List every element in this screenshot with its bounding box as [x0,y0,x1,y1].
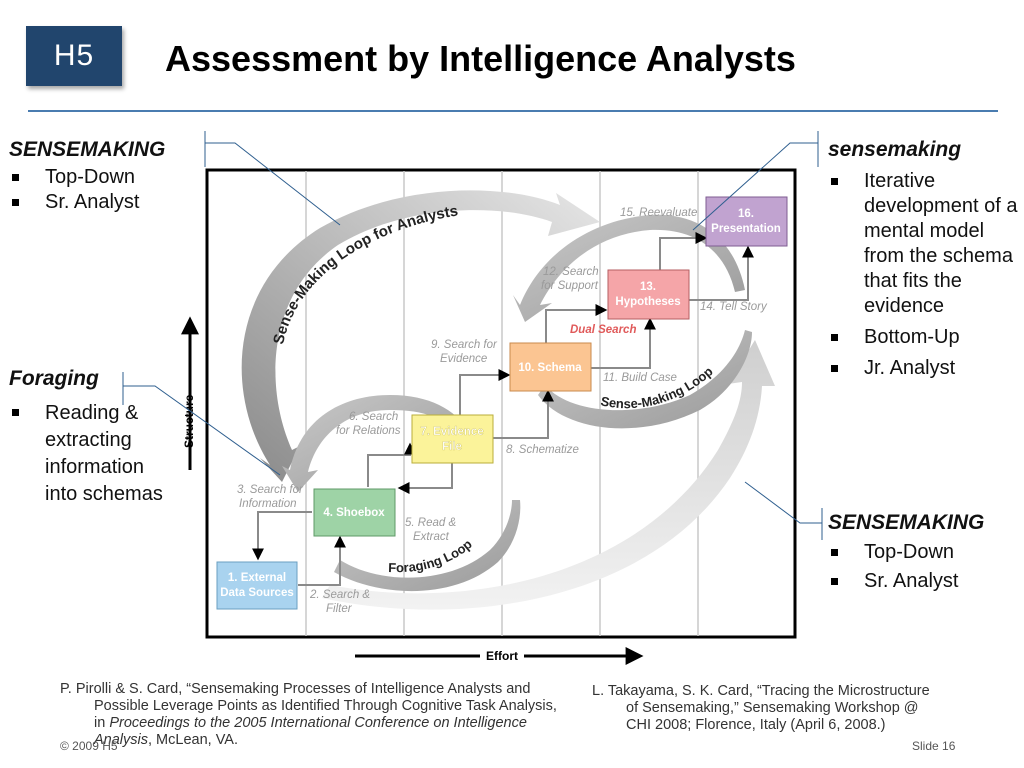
right-top-note: sensemaking Iterative development of a m… [828,137,1018,381]
step-9-label-1: 9. Search for [431,339,498,351]
ref-left-italic: Proceedings to the 2005 International Co… [94,715,527,748]
box-presentation: 16. Presentation [705,196,788,247]
right-top-item: Bottom-Up [828,325,1018,350]
left-top-heading: SENSEMAKING [9,138,166,161]
left-foraging-note: Foraging Reading & extracting informatio… [9,366,169,508]
step-3-label-1: 3. Search for [237,484,304,496]
box-1-text-2: Data Sources [220,587,294,599]
step-3-label-2: Information [239,498,297,510]
right-top-item: Iterative development of a mental model … [828,169,1018,319]
foraging-loop-upper-arrow [282,395,468,492]
right-bottom-note: SENSEMAKING Top-Down Sr. Analyst [828,510,1023,594]
left-top-item: Sr. Analyst [9,190,204,215]
foraging-item: Reading & extracting information into sc… [9,400,169,508]
right-top-item: Jr. Analyst [828,356,1018,381]
return-loop-arrow [322,340,775,610]
reference-pirolli-card: P. Pirolli & S. Card, “Sensemaking Proce… [60,681,570,749]
step-8-label: 8. Schematize [506,444,579,456]
sense-loop-upper-arrow [513,214,745,322]
foraging-heading: Foraging [9,367,99,390]
right-top-heading: sensemaking [828,138,962,161]
box-hypotheses: 13. Hypotheses [607,269,690,320]
slide-number: Slide 16 [912,739,956,753]
step-11-label: 11. Build Case [603,372,677,384]
box-7-text-1: 7. Evidence [420,426,483,438]
box-13-text-2: Hypotheses [615,296,680,308]
box-7-text-2: File [442,441,462,453]
step-14-label: 14. Tell Story [700,301,768,313]
dual-search-label: Dual Search [570,324,636,336]
analyst-loop-arrow [241,190,600,482]
box-schema: 10. Schema [509,342,592,392]
structure-axis-label: Structure [182,394,196,448]
right-bottom-item: Top-Down [828,540,1023,565]
box-4-text: 4. Shoebox [323,507,385,519]
step-12-label-2: for Support [541,280,599,292]
flow-connectors [252,232,754,586]
ref-left-text: P. Pirolli & S. Card, “Sensemaking Proce… [60,681,557,731]
step-5-label-1: 5. Read & [405,517,456,529]
right-bottom-heading: SENSEMAKING [828,511,985,534]
step-6-label-2: for Relations [336,425,401,437]
foraging-loop-lower-arrow [334,500,521,592]
reference-takayama-card: L. Takayama, S. K. Card, “Tracing the Mi… [592,683,932,734]
step-9-label-2: Evidence [440,353,487,365]
step-5-label-2: Extract [413,531,450,543]
slide-title: Assessment by Intelligence Analysts [165,38,796,79]
ref-right-text: L. Takayama, S. K. Card, “Tracing the Mi… [592,683,930,733]
effort-axis-label: Effort [486,649,518,663]
step-2-label-1: 2. Search & [309,589,370,601]
box-10-text: 10. Schema [518,362,582,374]
step-12-label-1: 12. Search [543,266,599,278]
h5-logo: H5 [26,26,122,86]
left-top-note: SENSEMAKING Top-Down Sr. Analyst [9,137,204,215]
box-external-sources: 1. External Data Sources [216,561,298,610]
box-evidence-file: 7. Evidence File [411,414,494,464]
box-13-text-1: 13. [640,281,656,293]
left-top-item: Top-Down [9,165,204,190]
step-2-label-2: Filter [326,603,353,615]
box-16-text-1: 16. [738,208,754,220]
box-16-text-2: Presentation [711,223,781,235]
right-bottom-item: Sr. Analyst [828,569,1023,594]
callout-lines [122,131,823,540]
title-divider [28,110,998,112]
step-labels: 2. Search & Filter 3. Search for Informa… [237,207,768,615]
sense-loop-lower-arrow [538,330,752,429]
step-15-label: 15. Reevaluate [620,207,697,219]
ref-left-tail: , McLean, VA. [148,732,238,748]
copyright: © 2009 H5 [60,739,118,753]
box-1-text-1: 1. External [228,572,286,584]
step-6-label-1: 6. Search [349,411,398,423]
box-shoebox: 4. Shoebox [313,488,396,537]
